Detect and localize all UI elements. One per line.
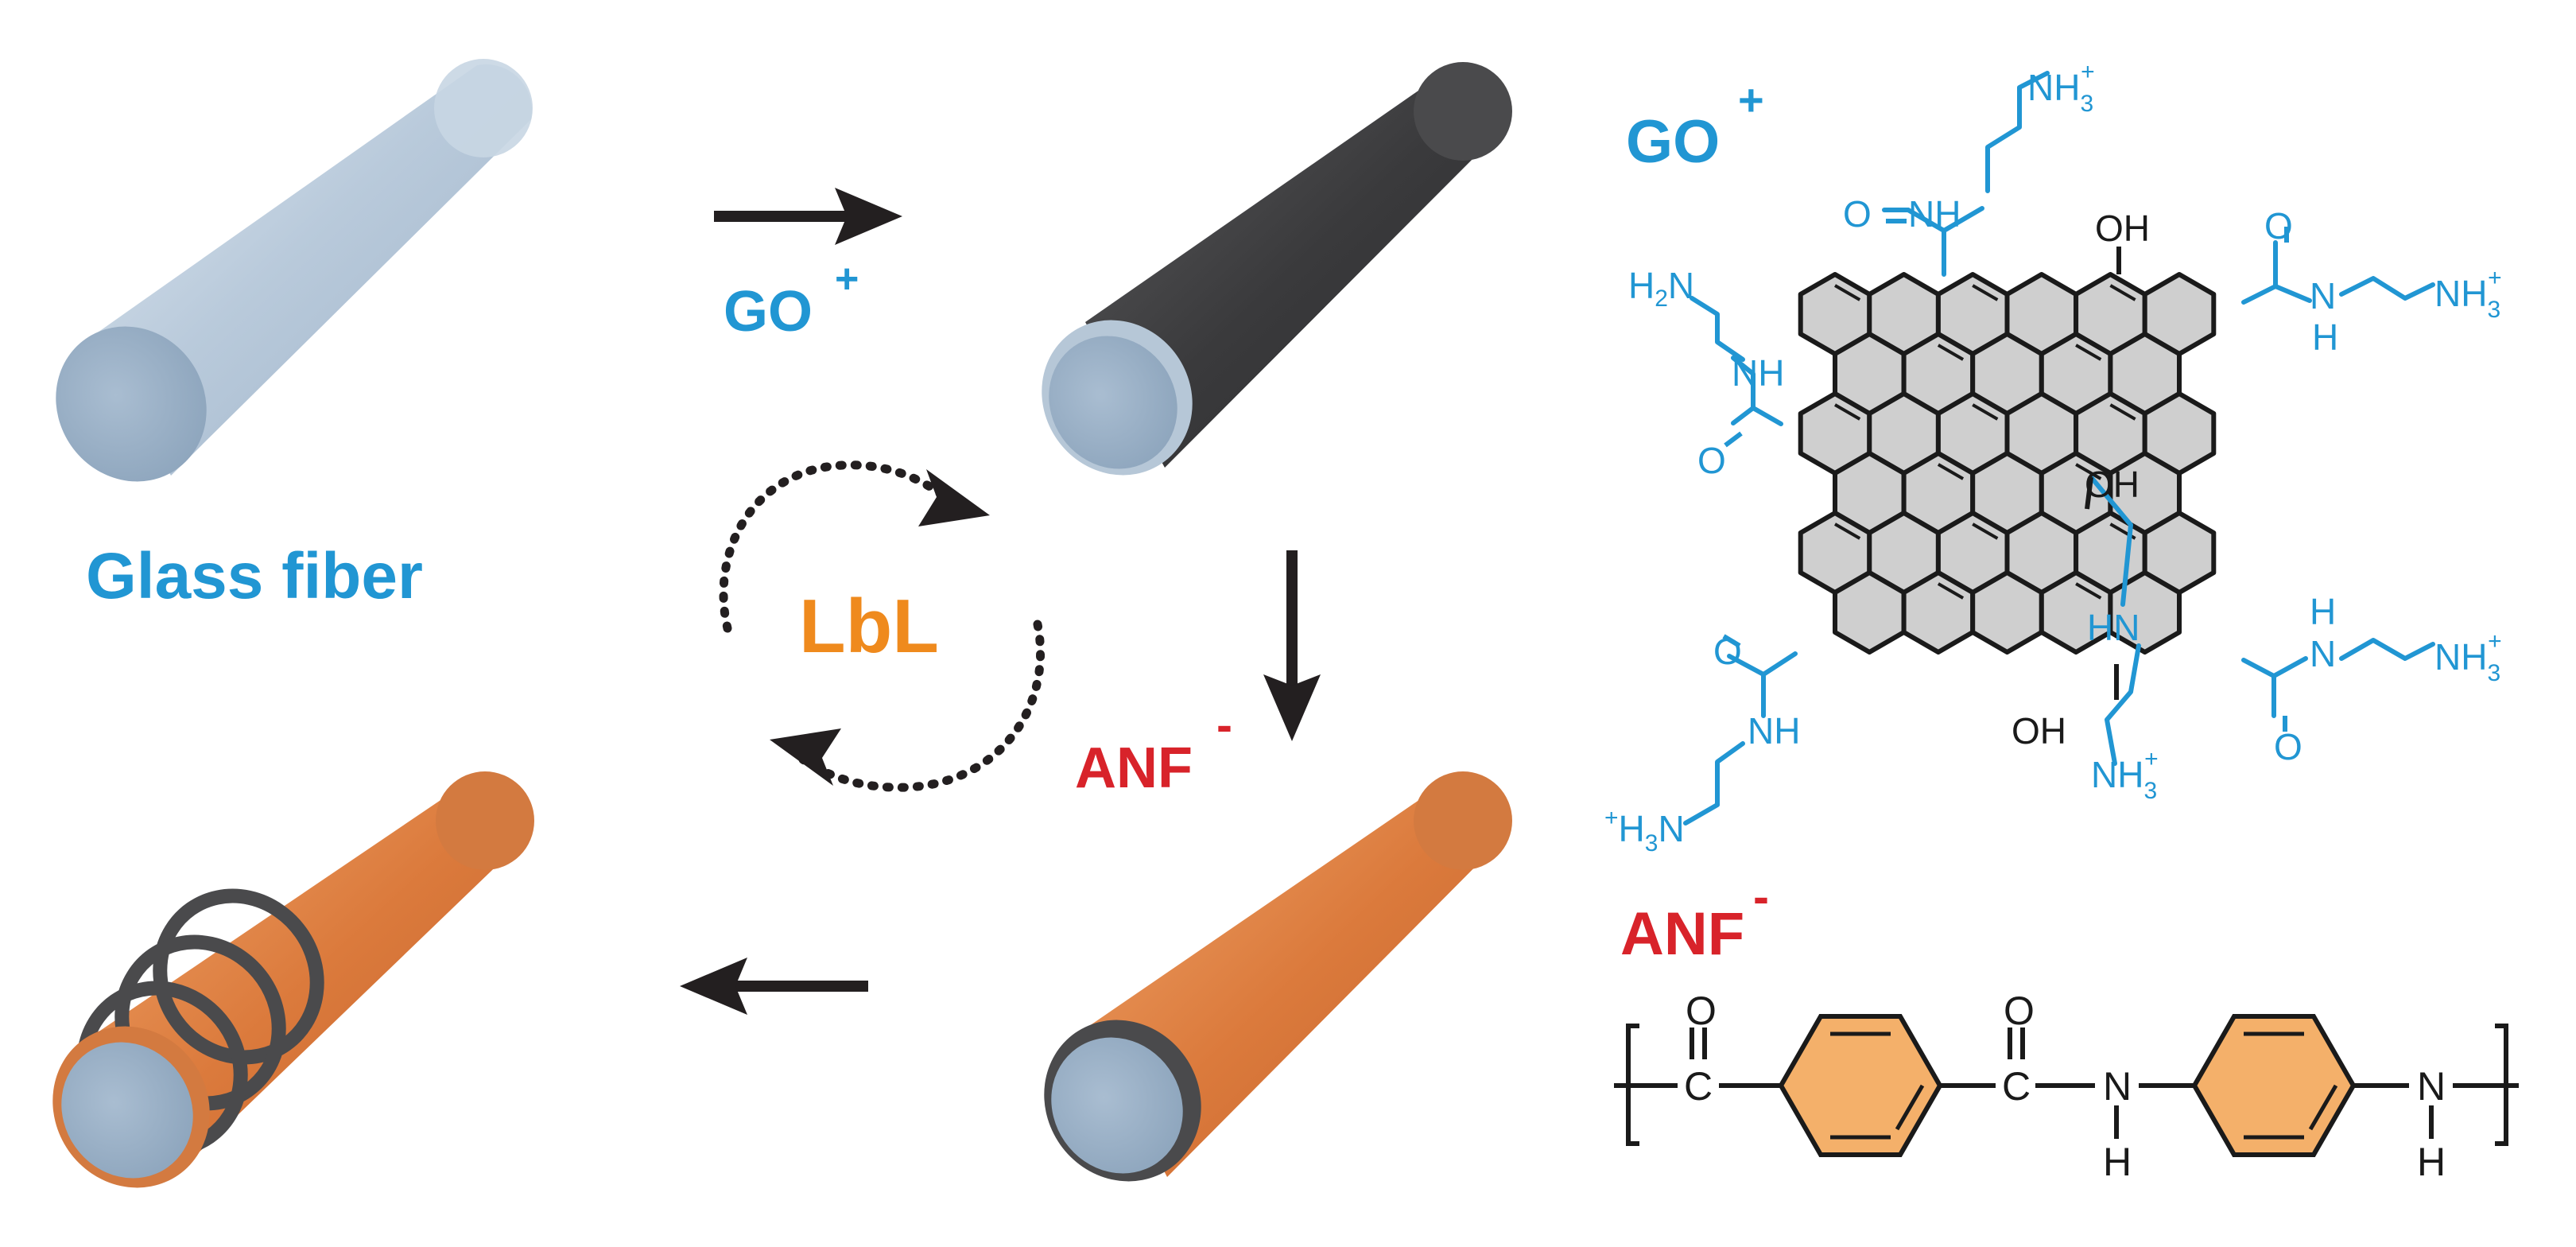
double-bond — [1972, 284, 1999, 301]
graphene-sheet — [1798, 272, 2217, 655]
double-bond — [1834, 522, 1861, 540]
go-coated-fiber — [1042, 62, 1512, 476]
go-oh-center: OH — [2085, 464, 2140, 505]
double-bond — [2109, 284, 2136, 301]
arrow-down — [1263, 550, 1321, 741]
double-bond — [1972, 403, 1999, 421]
anf-h2: H — [2417, 1140, 2446, 1184]
double-bond — [1937, 582, 1965, 600]
benzene-ring-1 — [1778, 1014, 1943, 1157]
go-oh-top: OH — [2095, 208, 2150, 249]
go-title: GO — [1626, 108, 1720, 176]
go-nh3-bottom: NH3+ — [2091, 746, 2159, 804]
double-bond — [1937, 463, 1965, 480]
lbl-multilayer-fiber — [52, 771, 534, 1188]
anf-step-charge: - — [1216, 698, 1232, 752]
go-o-left-bottom: O — [1713, 631, 1742, 672]
go-nh3-top: NH3+ — [2027, 59, 2095, 117]
go-o-top: O — [1843, 193, 1872, 235]
anf-n2: N — [2417, 1064, 2446, 1109]
go-nh3-right-bottom: NH3+ — [2434, 628, 2502, 686]
anf-o2: O — [2004, 989, 2035, 1033]
go-h-right-bottom: H — [2310, 591, 2336, 632]
go-nh-left: NH — [1732, 352, 1784, 394]
go-n-right-top: N — [2310, 275, 2336, 317]
double-bond — [1937, 344, 1965, 361]
double-bond — [1834, 403, 1861, 421]
graphene-ring — [1970, 570, 2044, 655]
anf-c1: C — [1684, 1064, 1713, 1109]
go-nh3-right-top: NH3+ — [2434, 265, 2502, 323]
go-n-right-bottom: N — [2310, 633, 2336, 674]
anf-o1: O — [1686, 989, 1717, 1033]
go-title-charge: + — [1738, 75, 1764, 125]
arrow-left — [680, 958, 868, 1015]
double-bond — [2109, 403, 2136, 421]
go-o-left: O — [1697, 440, 1726, 481]
go-h3n-bottom: +H3N — [1604, 805, 1685, 857]
anf-step-label: ANF — [1075, 736, 1193, 800]
arrow-right — [714, 188, 902, 245]
go-o-right-top: O — [2264, 205, 2293, 247]
anf-n1: N — [2103, 1064, 2132, 1109]
go-h-right-top: H — [2312, 317, 2338, 358]
go-hn-center: HN — [2087, 607, 2140, 648]
go-oh-bottom: OH — [2012, 710, 2066, 752]
go-nh-top: NH — [1908, 193, 1961, 235]
go-nh-left-bottom: NH — [1748, 710, 1800, 752]
anf-h1: H — [2103, 1140, 2132, 1184]
double-bond — [2075, 463, 2102, 480]
anf-structure: ANF - — [1614, 870, 2519, 1184]
graphene-ring — [2108, 570, 2182, 655]
anf-coated-fiber — [1044, 771, 1512, 1182]
anf-title: ANF — [1620, 900, 1744, 968]
benzene-ring-2 — [2191, 1014, 2357, 1157]
graphene-ring — [1833, 570, 1907, 655]
go-structure: GO + — [1604, 59, 2502, 857]
lbl-label: LbL — [799, 584, 939, 669]
go-h2n-left: H2N — [1628, 265, 1694, 312]
double-bond — [2075, 344, 2102, 361]
double-bond — [2075, 582, 2102, 600]
anf-c2: C — [2002, 1064, 2031, 1109]
double-bond — [1972, 522, 1999, 540]
lbl-cycle-arrows — [719, 460, 1046, 792]
glass-fiber-label: Glass fiber — [86, 540, 423, 612]
go-step-charge: + — [835, 256, 859, 302]
go-step-label: GO — [724, 280, 813, 344]
go-o-right-bottom: O — [2274, 726, 2302, 767]
double-bond — [1834, 284, 1861, 301]
anf-title-charge: - — [1753, 870, 1769, 923]
glass-fiber — [56, 59, 533, 482]
